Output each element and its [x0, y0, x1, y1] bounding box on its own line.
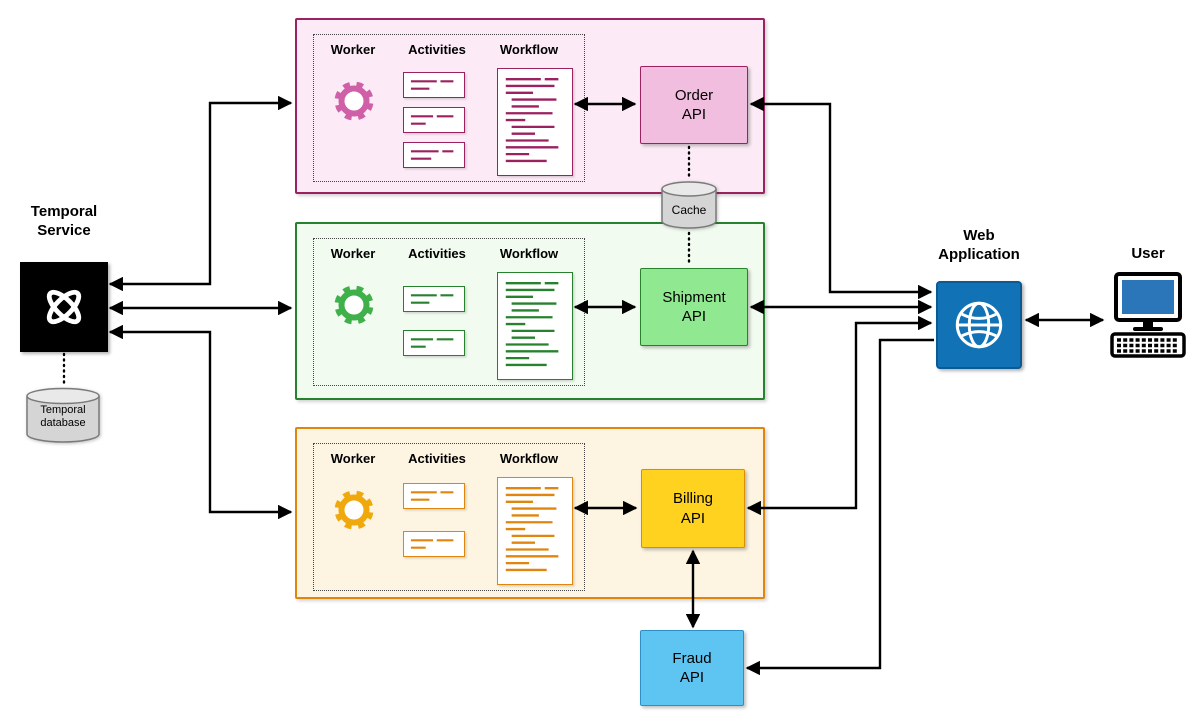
workflow-document-icon	[497, 272, 573, 380]
temporal-database-node: Temporal database	[24, 387, 102, 443]
worker-header: Worker	[330, 451, 376, 466]
computer-icon	[1110, 272, 1186, 358]
workflow-header: Workflow	[499, 246, 559, 261]
fraud-api-node: Fraud API	[640, 630, 744, 706]
shipment-api-node: Shipment API	[640, 268, 748, 346]
arrow-billing-api-webapp	[746, 315, 933, 516]
activity-card-icon	[403, 330, 465, 356]
web-application-label: Web Application	[938, 227, 1020, 263]
billing-worker-boundary	[313, 443, 585, 591]
workflow-document-icon	[497, 477, 573, 585]
workflow-header: Workflow	[499, 42, 559, 57]
activity-card-icon	[403, 286, 465, 312]
worker-header: Worker	[330, 246, 376, 261]
arrow-order-api-webapp	[749, 96, 933, 300]
gear-icon	[334, 81, 374, 121]
temporal-database-label: Temporal database	[40, 404, 86, 430]
activities-header: Activities	[408, 42, 466, 57]
activities-header: Activities	[408, 451, 466, 466]
temporal-service-node	[20, 262, 108, 352]
workflow-header: Workflow	[499, 451, 559, 466]
arrow-temporal-billing	[108, 324, 293, 520]
activity-card-icon	[403, 107, 465, 133]
cache-node: Cache	[659, 181, 719, 231]
monitor-screen	[1122, 280, 1174, 314]
billing-api-node: Billing API	[641, 469, 745, 548]
gear-icon	[334, 285, 374, 325]
arrow-temporal-order	[108, 95, 293, 292]
worker-header: Worker	[330, 42, 376, 57]
web-application-node	[936, 281, 1022, 369]
gear-icon	[334, 490, 374, 530]
database-cylinder-icon	[661, 181, 717, 229]
temporal-logo-icon	[46, 289, 82, 325]
temporal-service-label: Temporal Service	[30, 203, 98, 239]
globe-icon	[955, 301, 1003, 349]
arrow-webapp-fraud-api	[745, 338, 934, 676]
user-label: User	[1131, 245, 1165, 262]
cache-label: Cache	[671, 203, 707, 217]
activity-card-icon	[403, 72, 465, 98]
database-cylinder-icon	[26, 387, 100, 443]
activity-card-icon	[403, 483, 465, 509]
order-api-node: Order API	[640, 66, 748, 144]
activity-card-icon	[403, 142, 465, 168]
activity-card-icon	[403, 531, 465, 557]
workflow-document-icon	[497, 68, 573, 176]
activities-header: Activities	[408, 246, 466, 261]
